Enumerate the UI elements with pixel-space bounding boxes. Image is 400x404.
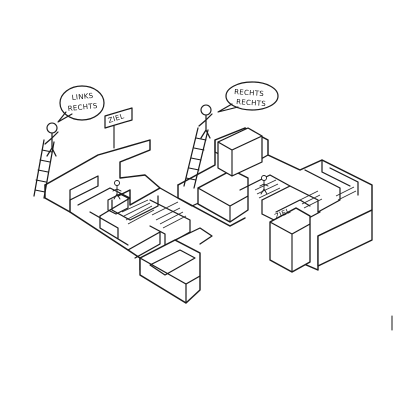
left-maze [33,85,213,304]
right-maze [177,81,373,273]
right-bubble-line1: RECHTS [234,88,265,98]
left-bubble-line1: LINKS [71,92,94,102]
left-bubble-line2: RECHTS [67,102,98,113]
right-bubble-line2: RECHTS [236,98,267,108]
